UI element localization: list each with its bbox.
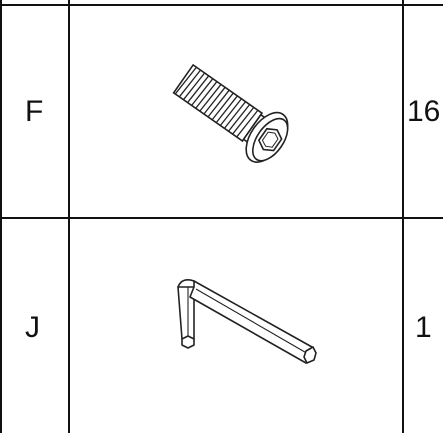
part-quantity: 1	[415, 311, 432, 344]
column-divider-quantity	[402, 0, 404, 433]
hex-socket-button-head-screw-icon	[172, 63, 289, 163]
part-letter: J	[25, 311, 40, 344]
column-divider-letter	[68, 0, 70, 433]
part-quantity: 16	[407, 95, 441, 128]
table-top-border	[0, 4, 443, 6]
row-divider	[0, 217, 443, 219]
table-left-border	[0, 0, 2, 433]
allen-hex-key-icon	[177, 279, 317, 364]
part-letter: F	[25, 95, 44, 128]
